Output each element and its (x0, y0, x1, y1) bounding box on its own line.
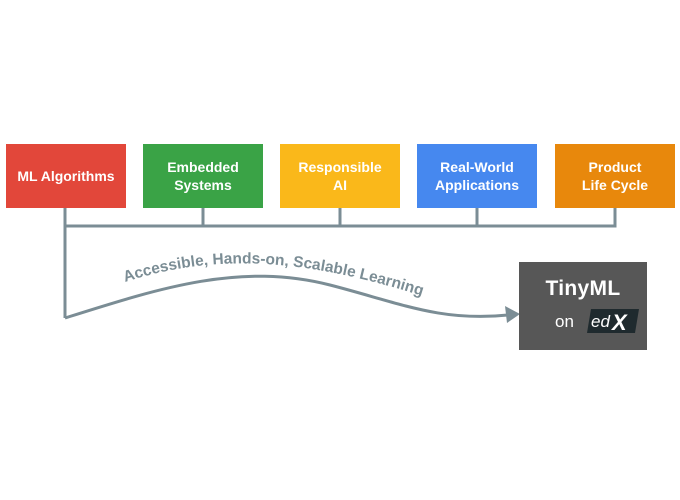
topic-embedded-systems[interactable]: Embedded Systems (143, 144, 263, 208)
edx-logo-icon: ed X (587, 309, 639, 334)
svg-text:ed: ed (591, 312, 610, 331)
topic-ml-algorithms[interactable]: ML Algorithms (6, 144, 126, 208)
learning-path-label: Accessible, Hands-on, Scalable Learning (121, 250, 426, 299)
topic-real-world-applications[interactable]: Real-World Applications (417, 144, 537, 208)
topic-responsible-ai[interactable]: Responsible AI (280, 144, 400, 208)
svg-text:X: X (610, 310, 628, 334)
course-on-label: on (555, 312, 574, 331)
course-box[interactable]: TinyML on ed X (519, 262, 647, 350)
topic-product-life-cycle[interactable]: Product Life Cycle (555, 144, 675, 208)
learning-path-arrow (64, 274, 509, 320)
course-title: TinyML (545, 277, 621, 300)
arrowhead-icon (505, 306, 520, 323)
